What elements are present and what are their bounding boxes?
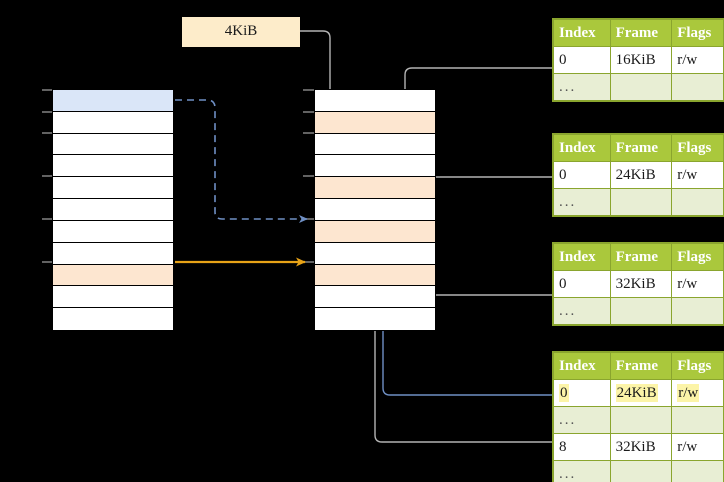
page-table-3-cell-flags: r/w (671, 270, 724, 298)
physical-memory-row-2 (315, 111, 435, 134)
page-table-4-cell-frame: 24KiB (609, 379, 673, 407)
page-table-4-row: ... (553, 460, 724, 482)
physical-memory-row-8 (315, 242, 435, 265)
page-table-4-highlight-frame: 24KiB (615, 383, 658, 402)
page-table-1-row: ... (553, 73, 724, 101)
virtual-memory-row-5 (53, 177, 173, 200)
page-table-4-row: ... (553, 406, 724, 434)
virtual-memory-row-1 (53, 90, 173, 112)
page-table-4-cell-flags: r/w (671, 379, 724, 407)
virtual-memory-row-10 (53, 286, 173, 309)
page-table-1-header-frame: Frame (609, 19, 673, 47)
physical-memory-column (314, 89, 436, 331)
page-table-2-cell-frame (609, 188, 673, 216)
page-table-1-header-index: Index (553, 19, 611, 47)
page-table-4-cell-index: 8 (553, 433, 611, 461)
page-table-1-cell-index: ... (553, 73, 611, 101)
physical-memory-row-7 (315, 220, 435, 243)
page-table-3-cell-index: ... (553, 297, 611, 325)
page-table-3-cell-index: 0 (553, 270, 611, 298)
page-table-4-highlight-flags: r/w (677, 383, 700, 402)
page-table-3-cell-flags (671, 297, 724, 325)
page-table-3-header-index: Index (553, 243, 611, 271)
virtual-memory-row-9 (53, 264, 173, 287)
page-table-4-cell-frame: 32KiB (609, 433, 673, 461)
page-table-4-cell-frame (609, 406, 673, 434)
page-table-4-cell-index: ... (553, 460, 611, 482)
page-table-2-header-flags: Flags (671, 134, 724, 162)
page-table-4-cell-frame (609, 460, 673, 482)
page-table-2-cell-frame: 24KiB (609, 161, 673, 189)
page-table-4-cell-index: ... (553, 406, 611, 434)
physical-memory-row-10 (315, 286, 435, 309)
physical-memory-row-11 (315, 308, 435, 330)
virtual-memory-row-7 (53, 220, 173, 243)
wire-table2-to-physical-row7 (414, 176, 553, 213)
page-table-2-cell-index: ... (553, 188, 611, 216)
page-table-1-cell-flags (671, 73, 724, 101)
wire-table4-row1-to-physical-row7 (379, 218, 553, 396)
page-table-2-header-index: Index (553, 134, 611, 162)
page-table-4-header-flags: Flags (671, 352, 724, 380)
page-table-1-header-flags: Flags (671, 19, 724, 47)
size-label-4kib: 4KiB (182, 17, 300, 47)
virtual-memory-row-8 (53, 242, 173, 265)
page-table-4-cell-index: 0 (553, 379, 611, 407)
physical-memory-row-5 (315, 177, 435, 200)
page-table-3-cell-frame (609, 297, 673, 325)
wire-dashed-blue-virtual-to-physical (175, 99, 308, 223)
physical-memory-row-1 (315, 90, 435, 112)
physical-memory-row-9 (315, 264, 435, 287)
page-table-3-header-flags: Flags (671, 243, 724, 271)
page-table-2-cell-flags: r/w (671, 161, 724, 189)
virtual-memory-row-11 (53, 308, 173, 330)
page-table-2-cell-index: 0 (553, 161, 611, 189)
wire-size-label-to-physical-row (300, 30, 334, 113)
page-table-4-highlight-index: 0 (559, 383, 569, 402)
physical-memory-row-3 (315, 133, 435, 156)
page-table-2-cell-flags (671, 188, 724, 216)
virtual-memory-row-2 (53, 111, 173, 134)
virtual-memory-column (52, 89, 174, 331)
page-table-3-row: ... (553, 297, 724, 325)
page-table-3-header-frame: Frame (609, 243, 673, 271)
page-table-4-cell-flags (671, 460, 724, 482)
virtual-memory-row-6 (53, 199, 173, 221)
wire-table4-row3-to-physical-row9 (371, 261, 553, 443)
page-table-1-cell-frame: 16KiB (609, 46, 673, 74)
page-table-1-cell-flags: r/w (671, 46, 724, 74)
page-table-4-cell-flags: r/w (671, 433, 724, 461)
virtual-memory-row-3 (53, 133, 173, 156)
wire-physical-row1-to-table1 (401, 67, 553, 170)
page-table-4-header-frame: Frame (609, 352, 673, 380)
page-table-4-header-index: Index (553, 352, 611, 380)
page-table-2-header-frame: Frame (609, 134, 673, 162)
page-table-3-cell-frame: 32KiB (609, 270, 673, 298)
virtual-memory-row-4 (53, 155, 173, 178)
page-table-2-row: ... (553, 188, 724, 216)
page-table-4-row: 0 24KiB r/w (553, 379, 724, 407)
physical-memory-row-6 (315, 199, 435, 221)
physical-memory-row-4 (315, 155, 435, 178)
page-table-1-cell-index: 0 (553, 46, 611, 74)
page-table-1-cell-frame (609, 73, 673, 101)
page-table-4-cell-flags (671, 406, 724, 434)
